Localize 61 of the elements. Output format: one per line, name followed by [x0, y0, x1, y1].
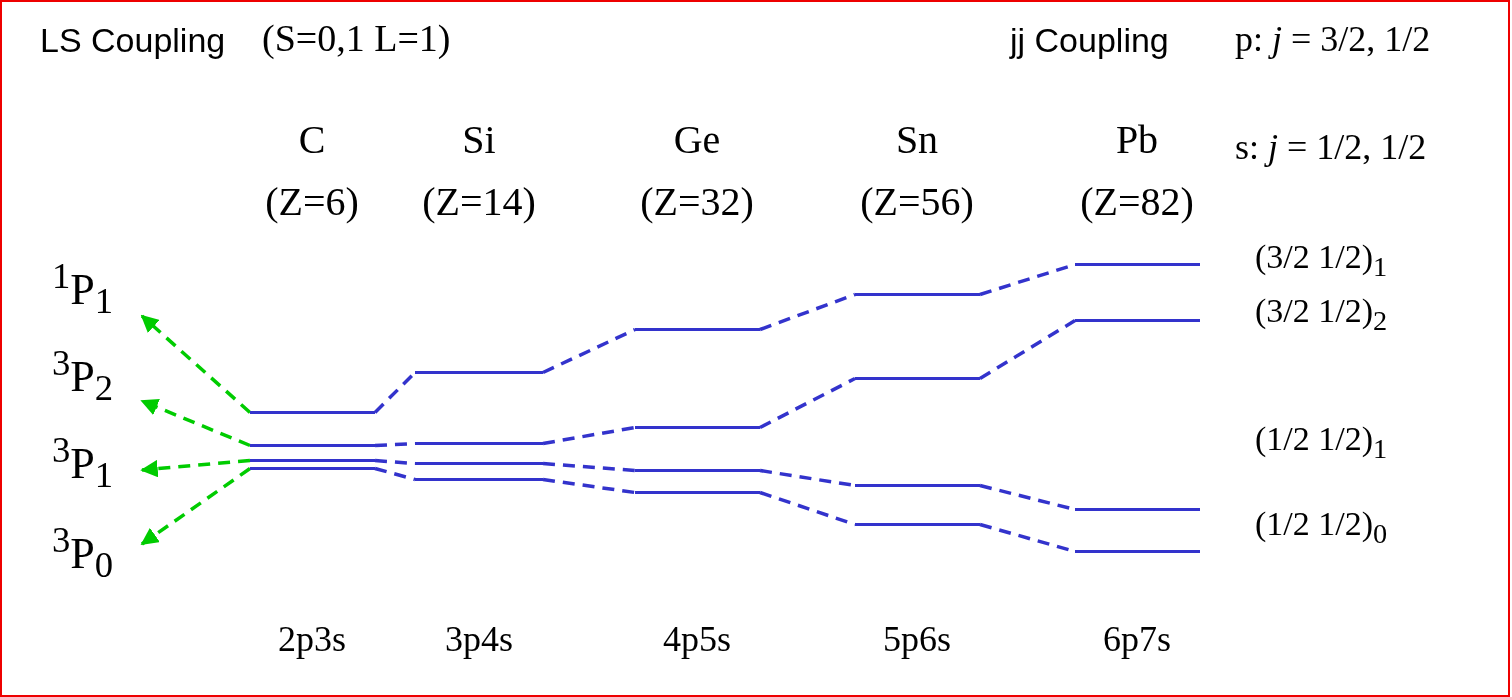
- configuration-label: 4p5s: [663, 620, 731, 660]
- energy-level: [415, 462, 543, 465]
- atomic-number: (Z=56): [860, 180, 974, 224]
- energy-level: [250, 467, 375, 470]
- atomic-number: (Z=14): [422, 180, 536, 224]
- atomic-number: (Z=82): [1080, 180, 1194, 224]
- element-symbol: Si: [462, 118, 496, 162]
- energy-level: [855, 293, 980, 296]
- energy-level: [415, 442, 543, 445]
- connector-line: [542, 327, 636, 375]
- jj-state-label: (3/2 1/2)$_{2}$: [1255, 292, 1388, 336]
- energy-level: [1075, 263, 1200, 266]
- energy-level: [250, 411, 375, 414]
- term-symbol: $^{3}$P$_{0}$: [52, 522, 142, 585]
- connector-line: [542, 425, 636, 446]
- spin-rule: p: j = 3/2, 1/2: [1235, 20, 1431, 60]
- arrow: [140, 398, 251, 448]
- heading: (S=0,1 L=1): [262, 18, 451, 60]
- element-symbol: Sn: [895, 118, 939, 162]
- connector-line: [759, 376, 856, 430]
- element-symbol: Ge: [673, 118, 721, 162]
- connector-line: [542, 477, 636, 495]
- energy-level: [635, 328, 760, 331]
- configuration-label: 2p3s: [278, 620, 346, 660]
- connector-line: [759, 490, 856, 527]
- energy-level: [855, 484, 980, 487]
- energy-level: [635, 491, 760, 494]
- spin-rule: s: j = 1/2, 1/2: [1235, 128, 1427, 168]
- energy-level: [1075, 508, 1200, 511]
- energy-level: [415, 478, 543, 481]
- element-symbol: Pb: [1115, 118, 1159, 162]
- energy-level: [635, 426, 760, 429]
- energy-level: [855, 523, 980, 526]
- term-symbol: $^{3}$P$_{2}$: [52, 345, 142, 408]
- energy-level: [250, 444, 375, 447]
- jj-state-label: (1/2 1/2)$_{1}$: [1255, 420, 1388, 464]
- configuration-label: 5p6s: [883, 620, 951, 660]
- arrow: [140, 314, 252, 414]
- term-symbol: $^{1}$P$_{1}$: [52, 258, 142, 321]
- arrow: [140, 467, 251, 546]
- configuration-label: 3p4s: [445, 620, 513, 660]
- energy-level: [1075, 550, 1200, 553]
- configuration-label: 6p7s: [1103, 620, 1171, 660]
- energy-level: [855, 377, 980, 380]
- connector-line: [759, 292, 856, 332]
- term-symbol: $^{3}$P$_{1}$: [52, 432, 142, 495]
- energy-level: [635, 469, 760, 472]
- jj-state-label: (1/2 1/2)$_{0}$: [1255, 505, 1388, 549]
- heading: jj Coupling: [1010, 22, 1169, 60]
- heading: LS Coupling: [40, 22, 226, 60]
- atomic-number: (Z=32): [640, 180, 754, 224]
- jj-state-label: (3/2 1/2)$_{1}$: [1255, 238, 1388, 282]
- energy-level: [1075, 319, 1200, 322]
- arrow: [140, 458, 251, 478]
- energy-level: [250, 459, 375, 462]
- connector-line: [374, 466, 416, 482]
- connector-line: [542, 461, 636, 473]
- atomic-number: (Z=6): [265, 180, 359, 224]
- connector-line: [979, 319, 1076, 380]
- element-symbol: C: [298, 118, 326, 162]
- energy-level: [415, 371, 543, 374]
